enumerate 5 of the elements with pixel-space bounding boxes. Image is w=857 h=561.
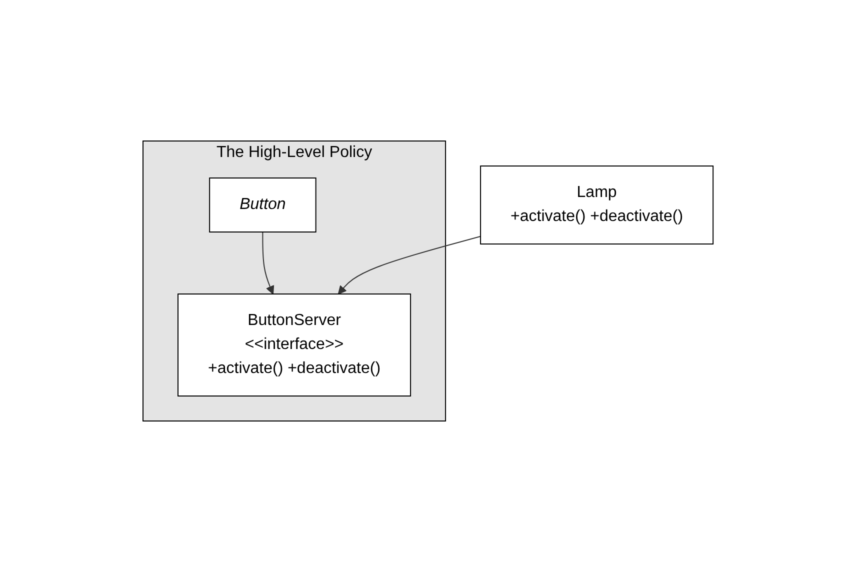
arrow (338, 235, 482, 294)
node-box: Lamp +activate() +deactivate() (480, 165, 714, 244)
node-box: ButtonServer <<interface>> +activate() +deactivate() (178, 293, 412, 396)
node-box: Button (210, 177, 317, 232)
arrow (262, 231, 275, 294)
